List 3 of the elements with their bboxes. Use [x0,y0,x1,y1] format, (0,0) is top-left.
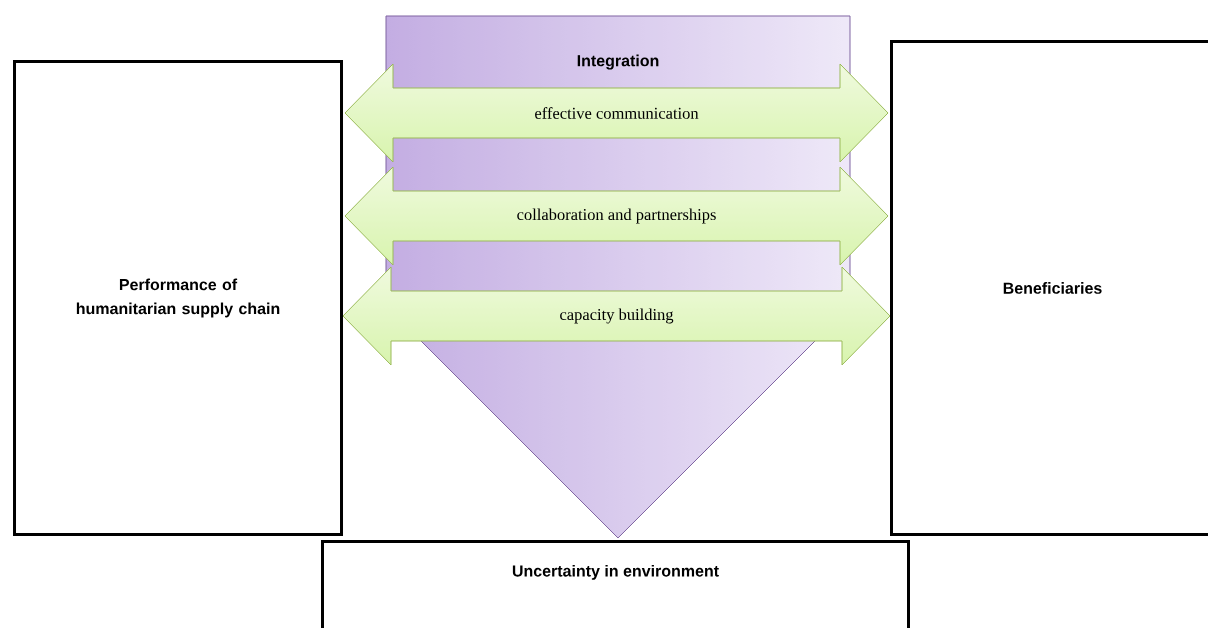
text-box: Uncertainty in environment [321,540,910,628]
text-box: Performance of humanitarian supply chain [13,60,343,536]
text-box: Beneficiaries [890,40,1208,536]
